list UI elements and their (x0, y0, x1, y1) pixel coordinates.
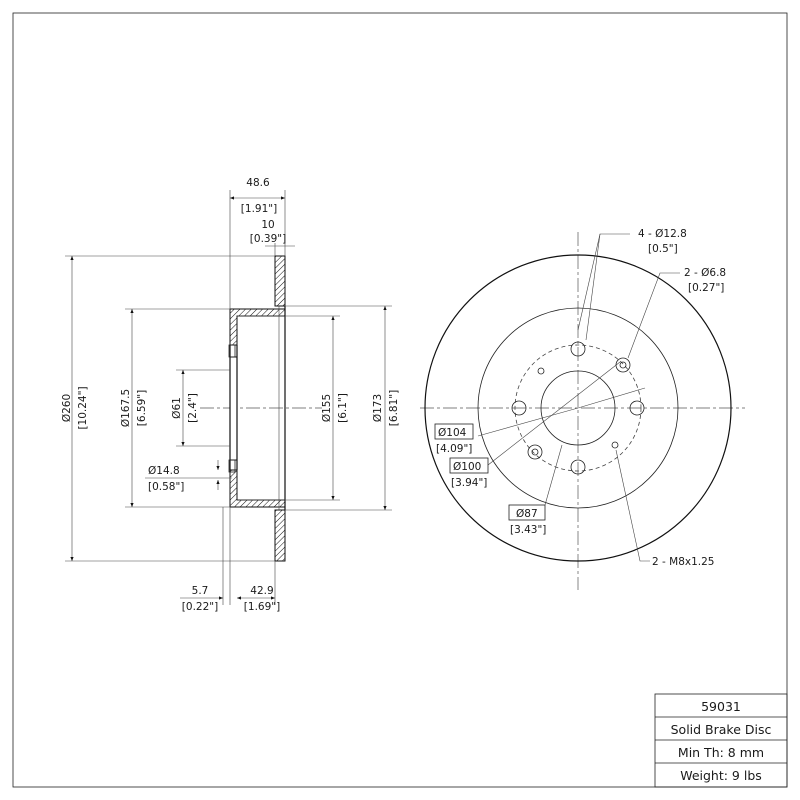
dim-hat-wall: 5.7 (192, 585, 209, 597)
part-number: 59031 (701, 699, 741, 714)
part-description: Solid Brake Disc (671, 722, 772, 737)
lug-hole-bottom (570, 459, 586, 475)
leader-104-ext (577, 387, 646, 409)
label-bolt-circle-100: Ø100 (453, 461, 481, 473)
leader-pilot (627, 272, 680, 359)
dim-hub-outer-in: [6.81"] (388, 390, 400, 426)
rotor-outer-edge (424, 254, 732, 562)
label-lug-holes: 4 - Ø12.8 (638, 228, 687, 240)
leader-thread (615, 449, 650, 562)
label-threads: 2 - M8x1.25 (652, 556, 714, 568)
dim-hole-dia-in: [0.58"] (148, 481, 184, 493)
dim-thickness: 10 (261, 219, 274, 231)
dim-hat-depth: 42.9 (250, 585, 273, 597)
lug-hole-top (570, 341, 586, 357)
stud-hole-bottom (228, 459, 236, 473)
center-bore (540, 370, 616, 446)
dim-hub-outer: Ø173 (372, 394, 384, 422)
lug-hole-left (511, 400, 527, 416)
label-pilot-holes-in: [0.27"] (688, 282, 724, 294)
label-lug-holes-in: [0.5"] (648, 243, 678, 255)
label-pilot-holes: 2 - Ø6.8 (684, 267, 726, 279)
dim-outer-dia: Ø260 (61, 394, 73, 422)
label-bore-87: Ø87 (516, 508, 538, 520)
dim-outer-dia-in: [10.24"] (77, 386, 89, 429)
label-bolt-circle-104: Ø104 (438, 427, 467, 439)
front-view: 4 - Ø12.8 [0.5"] 2 - Ø6.8 [0.27"] Ø104 [… (420, 228, 745, 590)
dim-bolt-circle-outer-in: [6.59"] (136, 390, 148, 426)
dim-hat-depth-in: [1.69"] (244, 601, 280, 613)
weight: Weight: 9 lbs (680, 768, 762, 783)
dim-total-height-in: [1.91"] (241, 203, 277, 215)
thread-hole-lower (611, 441, 619, 449)
dim-thickness-in: [0.39"] (250, 233, 286, 245)
box-87 (508, 504, 546, 521)
leader-104 (477, 407, 579, 437)
label-bolt-circle-104-in: [4.09"] (436, 443, 472, 455)
label-bolt-circle-100-in: [3.94"] (451, 477, 487, 489)
drawing-border (12, 12, 788, 788)
pilot-hole-lower (527, 444, 543, 460)
side-view: 48.6 [1.91"] 10 [0.39"] Ø260 [10.24"] Ø1… (61, 177, 400, 613)
hat-outer-edge (477, 307, 679, 509)
rotor-section-top (274, 255, 286, 307)
thread-hole-upper (537, 367, 545, 375)
hat-bottom (229, 469, 286, 508)
title-block-frame (654, 693, 788, 788)
dim-hub-inner-in: [6.1"] (337, 393, 349, 423)
min-thickness: Min Th: 8 mm (678, 745, 764, 760)
pilot-hole-upper-inner (619, 361, 627, 369)
leader-100 (487, 361, 621, 466)
pilot-hole-lower-inner (531, 448, 539, 456)
box-100 (449, 457, 489, 474)
hat-top (229, 308, 286, 346)
box-104 (434, 423, 474, 440)
leader-87 (544, 444, 563, 506)
dim-hole-dia: Ø14.8 (148, 465, 180, 477)
dim-center-bore-in: [2.4"] (187, 393, 199, 423)
title-block: 59031 Solid Brake Disc Min Th: 8 mm Weig… (654, 693, 788, 788)
label-bore-87-in: [3.43"] (510, 524, 546, 536)
leader-lug (577, 233, 630, 331)
stud-hole-top (228, 344, 236, 358)
dim-hub-inner: Ø155 (321, 394, 333, 422)
dim-center-bore: Ø61 (171, 397, 183, 419)
hat-face (229, 356, 238, 461)
leader-lug-2 (585, 233, 601, 341)
rotor-section-bottom (274, 509, 286, 562)
pilot-hole-upper (615, 357, 631, 373)
bolt-circle-hidden (514, 344, 642, 472)
dim-hat-wall-in: [0.22"] (182, 601, 218, 613)
dim-total-height: 48.6 (246, 177, 270, 189)
dim-bolt-circle-outer: Ø167.5 (120, 389, 132, 427)
lug-hole-right (629, 400, 645, 416)
